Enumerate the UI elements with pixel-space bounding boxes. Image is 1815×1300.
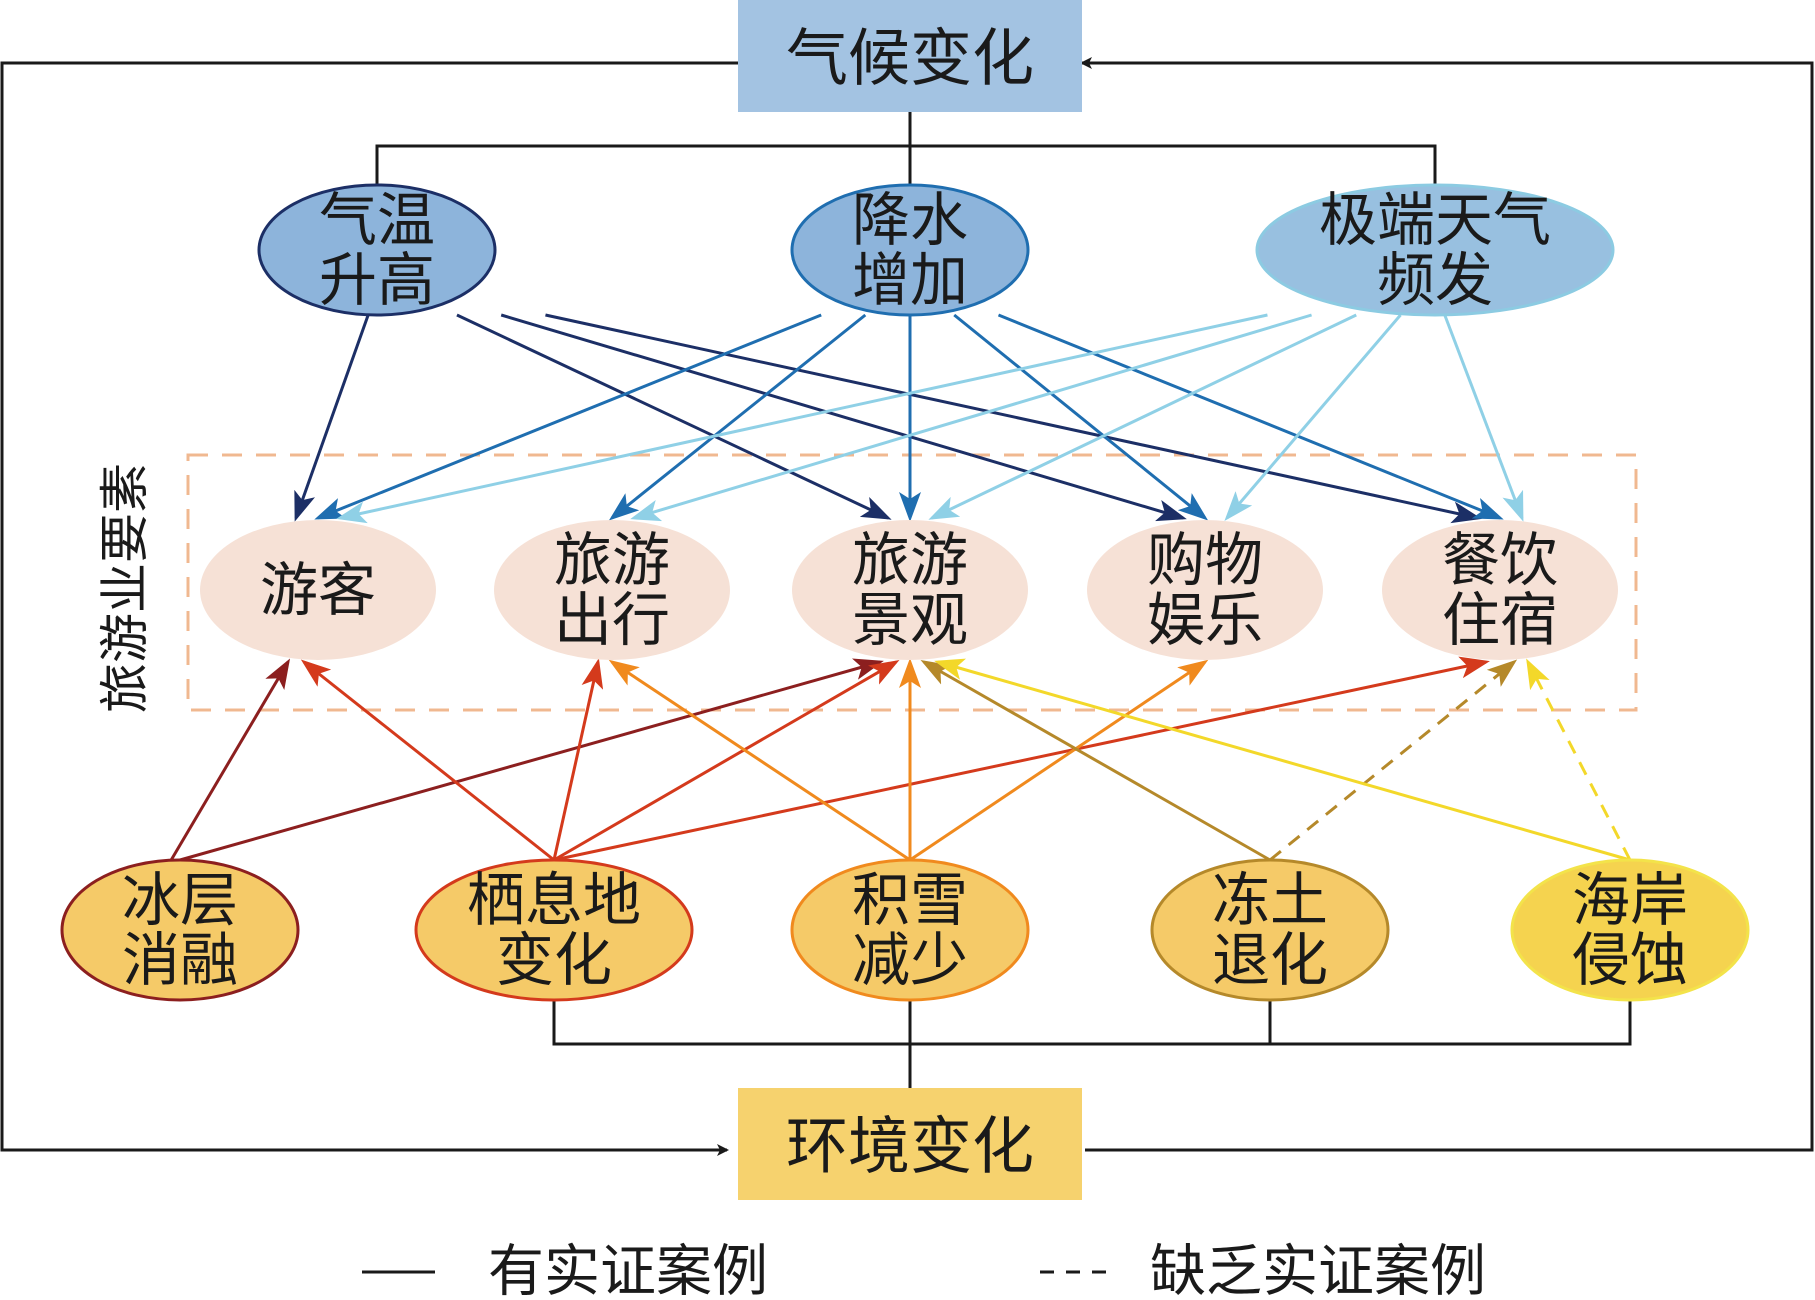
environment-change-label: 环境变化 [786, 1110, 1034, 1183]
env-label-habitat-1: 变化 [496, 926, 612, 994]
tourism-node-tourist: 游客 [200, 520, 436, 660]
legend-dashed-label: 缺乏实证案例 [1150, 1240, 1486, 1300]
feedback-line-right [1080, 57, 1814, 1152]
arrow-extreme-to-lodging [1443, 314, 1524, 522]
arrow-habitat-to-travel [552, 658, 604, 861]
env-ellipse-glacier [60, 858, 300, 1002]
arrow-precip-to-tourist [314, 313, 822, 520]
env-label-coast-0: 海岸 [1572, 866, 1688, 934]
environment-change-box-rect [738, 1088, 1082, 1200]
env-ellipse-snow [790, 858, 1030, 1002]
arrow-extreme-to-tourist [336, 313, 1268, 524]
environment-change-box: 环境变化 [738, 1088, 1082, 1200]
env-ellipse-habitat [414, 858, 694, 1002]
arrow-glacier-to-scenery [179, 658, 884, 862]
bottom-bracket [552, 995, 1632, 1046]
arrow-precip-to-lodging [997, 313, 1504, 520]
arrow-temp-to-lodging [545, 313, 1482, 524]
env-label-glacier-0: 冰层 [122, 866, 238, 934]
tourism-label-scenery-0: 旅游 [852, 526, 968, 594]
tourism-ellipse-shopping [1087, 520, 1323, 660]
climate-label-temp-0: 气温 [319, 186, 435, 254]
arrow-glacier-to-tourist [168, 658, 291, 863]
tourism-elements-box [186, 453, 1638, 712]
climate-ellipse-extreme [1255, 183, 1615, 317]
env-ellipse-permafrost [1150, 858, 1390, 1002]
arrow-extreme-to-shopping [1224, 314, 1402, 522]
env-label-snow-0: 积雪 [852, 866, 968, 934]
top-bracket [375, 144, 1437, 198]
arrow-permafrost-to-lodging [1269, 659, 1518, 862]
arrow-coast-to-scenery [934, 658, 1631, 862]
nodes: 气温升高降水增加极端天气频发游客旅游出行旅游景观购物娱乐餐饮住宿冰层消融栖息地变… [60, 183, 1750, 1002]
climate-label-precip-1: 增加 [852, 246, 968, 314]
climate-label-extreme-0: 极端天气 [1319, 186, 1551, 254]
env-label-glacier-1: 消融 [122, 926, 238, 994]
tourism-label-shopping-1: 娱乐 [1147, 586, 1263, 654]
arrow-habitat-to-scenery [553, 659, 900, 862]
influence-arrows [168, 313, 1632, 863]
arrow-habitat-to-lodging [553, 656, 1490, 862]
climate-change-box-rect [738, 0, 1082, 112]
climate-change-label: 气候变化 [786, 22, 1034, 95]
tourism-label-scenery-1: 景观 [852, 586, 968, 654]
tourism-label-tourist-0: 游客 [260, 556, 376, 624]
env-label-habitat-0: 栖息地 [467, 866, 641, 934]
climate-change-box: 气候变化 [738, 0, 1082, 112]
env-label-permafrost-0: 冻土 [1212, 866, 1328, 934]
tourism-label-lodging-0: 餐饮 [1442, 526, 1558, 594]
arrow-temp-to-scenery [456, 313, 892, 520]
feedback-line-left [0, 61, 738, 1156]
arrow-coast-to-lodging [1526, 658, 1632, 861]
env-label-coast-1: 侵蚀 [1572, 926, 1688, 994]
arrow-extreme-to-scenery [928, 313, 1357, 520]
tourism-label-lodging-1: 住宿 [1442, 586, 1558, 654]
env-label-permafrost-1: 退化 [1212, 926, 1328, 994]
arrow-habitat-to-tourist [300, 659, 555, 862]
env-ellipse-coast [1510, 858, 1750, 1002]
tourism-ellipse-tourist [200, 520, 436, 660]
arrow-snow-to-shopping [909, 659, 1209, 862]
bracket-connectors [375, 112, 1632, 1088]
arrow-precip-to-shopping [953, 313, 1209, 521]
arrow-precip-to-travel [608, 313, 867, 521]
arrow-temp-to-tourist [294, 314, 370, 522]
env-label-snow-1: 减少 [852, 926, 968, 994]
legend-solid-label: 有实证案例 [488, 1240, 768, 1300]
climate-ellipse-precip [790, 183, 1030, 317]
arrow-snow-to-travel [608, 659, 911, 862]
legend: 有实证案例 缺乏实证案例 [362, 1240, 1486, 1300]
climate-ellipse-temp [257, 183, 497, 317]
tourism-ellipse-lodging [1382, 520, 1618, 660]
tourism-ellipse-travel [494, 520, 730, 660]
climate-label-extreme-1: 频发 [1377, 246, 1493, 314]
tourism-label-shopping-0: 购物 [1147, 526, 1263, 594]
tourism-ellipse-scenery [792, 520, 1028, 660]
climate-label-precip-0: 降水 [852, 186, 968, 254]
tourism-label-travel-1: 出行 [554, 586, 670, 654]
arrow-temp-to-shopping [500, 313, 1187, 522]
tourism-label-travel-0: 旅游 [554, 526, 670, 594]
feedback-loop [0, 57, 1814, 1156]
tourism-elements-label: 旅游业要素 [96, 463, 154, 713]
climate-label-temp-1: 升高 [319, 246, 435, 314]
arrow-permafrost-to-scenery [920, 660, 1271, 862]
arrow-extreme-to-travel [630, 313, 1312, 522]
